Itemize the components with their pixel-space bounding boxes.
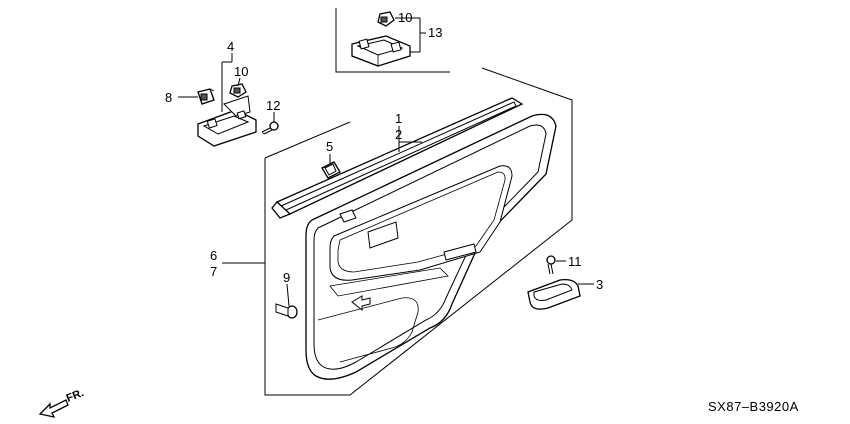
callout-10-inset: 10 (398, 10, 412, 25)
handle-cover-part-3 (527, 278, 581, 310)
callout-labels: 10 13 4 10 8 12 1 2 5 6 7 9 11 3 (165, 10, 603, 292)
front-label: FR. (65, 387, 86, 405)
callout-11: 11 (568, 254, 582, 269)
clip-nut-part-10-inset (377, 11, 395, 27)
clip-part-8 (197, 88, 215, 105)
clip-nut-part-10 (229, 83, 247, 98)
callout-5: 5 (326, 139, 333, 154)
clip-part-5 (321, 161, 341, 179)
callout-4: 4 (227, 39, 234, 54)
trim-clip-part-9 (275, 303, 298, 319)
callout-6: 6 (210, 248, 217, 263)
screw-part-12 (261, 121, 279, 135)
inset-box-bracket (335, 8, 450, 73)
weatherstrip-molding (271, 97, 524, 219)
front-direction-indicator: FR. (38, 387, 86, 418)
diagram-code: SX87–B3920A (708, 399, 799, 414)
callout-12: 12 (266, 98, 280, 113)
bracket-part-13 (351, 35, 411, 67)
callout-3: 3 (596, 277, 603, 292)
screw-part-11 (546, 255, 556, 275)
door-lining-part-1-2 (305, 113, 557, 380)
callout-9: 9 (283, 270, 290, 285)
callout-8: 8 (165, 90, 172, 105)
bracket-part-4 (197, 95, 257, 147)
callout-10: 10 (234, 64, 248, 79)
leader-lines (178, 17, 594, 307)
assembly-boundary (264, 67, 573, 396)
front-arrow-icon (38, 399, 69, 418)
callout-7: 7 (210, 264, 217, 279)
callout-1: 1 (395, 111, 402, 126)
callout-13: 13 (428, 25, 442, 40)
callout-2: 2 (395, 127, 402, 142)
